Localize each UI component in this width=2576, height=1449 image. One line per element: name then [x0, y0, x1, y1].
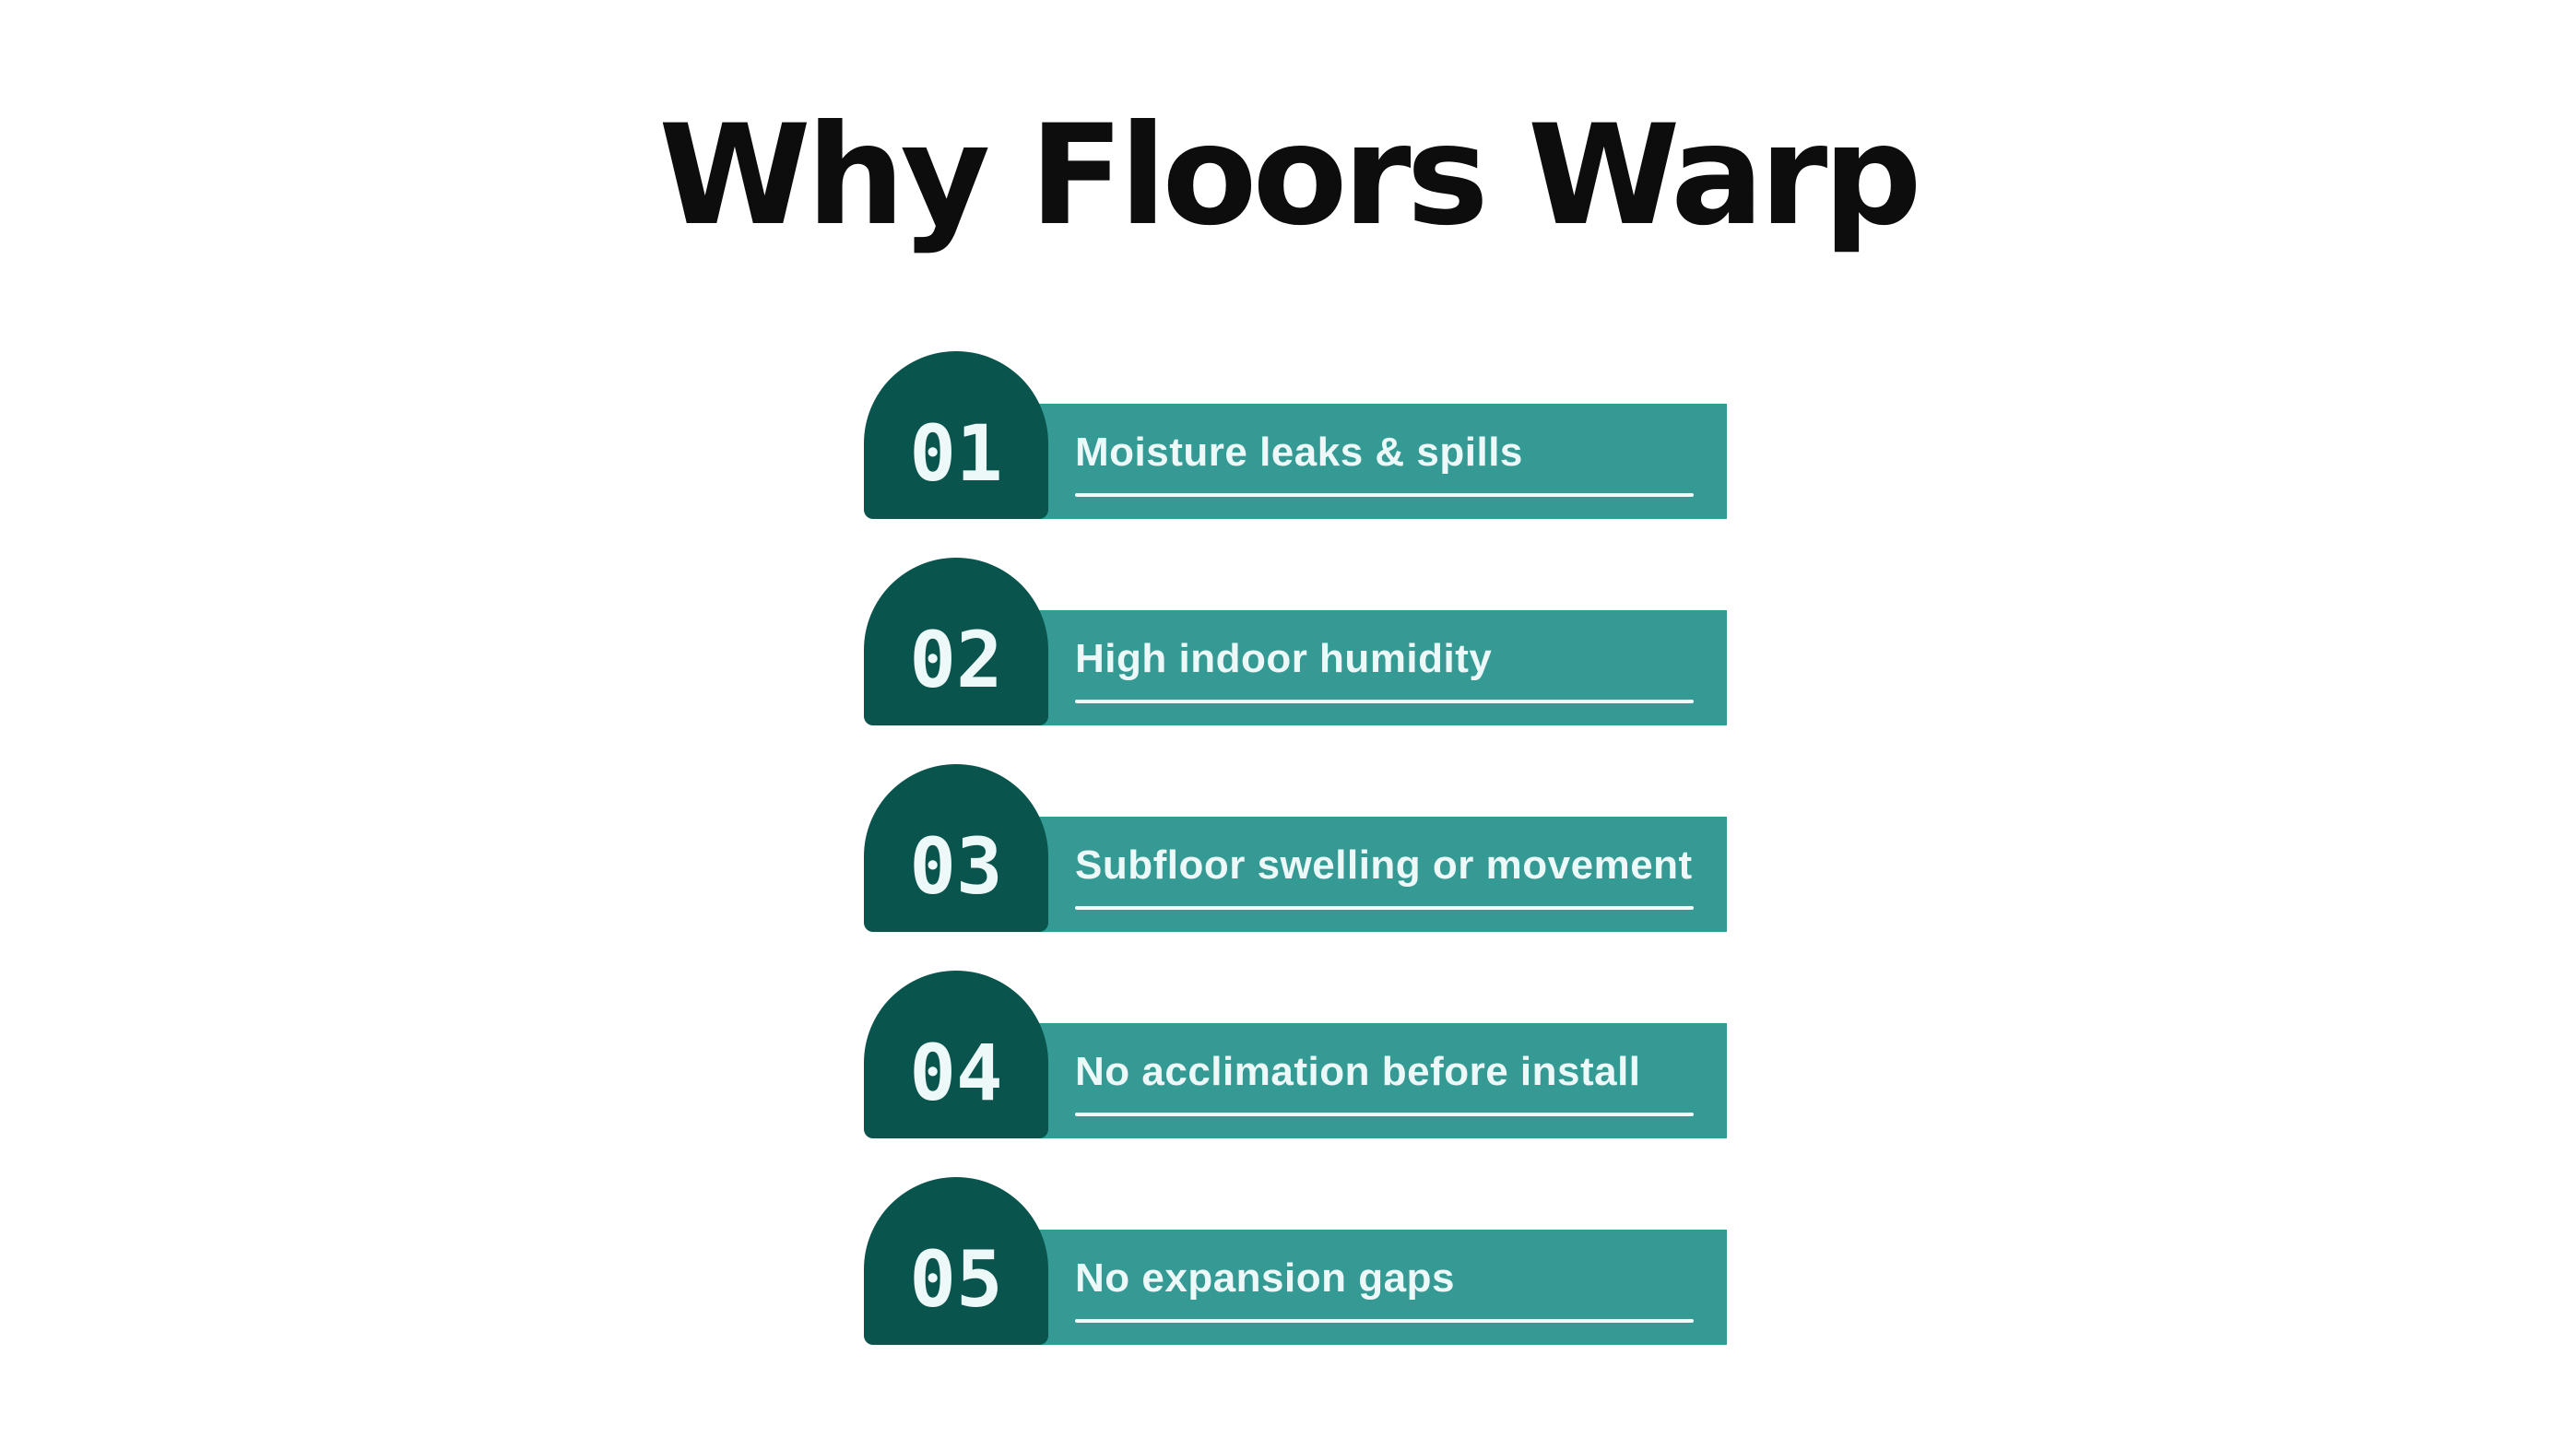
- item-number: 01: [909, 408, 1003, 499]
- item-bar: Subfloor swelling or movement: [1039, 817, 1727, 932]
- item-underline: [1075, 492, 1694, 497]
- list-item: Subfloor swelling or movement 03: [864, 764, 1727, 933]
- item-label: High indoor humidity: [1075, 635, 1493, 681]
- item-number: 05: [909, 1234, 1003, 1325]
- item-number-badge: 03: [864, 764, 1048, 932]
- item-underline: [1075, 905, 1694, 910]
- item-number-badge: 05: [864, 1177, 1048, 1345]
- item-underline: [1075, 699, 1694, 703]
- item-label: No expansion gaps: [1075, 1255, 1455, 1301]
- item-number: 02: [909, 615, 1003, 705]
- item-label: Moisture leaks & spills: [1075, 429, 1523, 475]
- item-underline: [1075, 1318, 1694, 1323]
- item-underline: [1075, 1112, 1694, 1116]
- item-bar: High indoor humidity: [1039, 610, 1727, 725]
- list-item: Moisture leaks & spills 01: [864, 351, 1727, 520]
- item-bar: Moisture leaks & spills: [1039, 404, 1727, 519]
- item-number-badge: 04: [864, 971, 1048, 1138]
- list-item: High indoor humidity 02: [864, 558, 1727, 726]
- item-bar: No acclimation before install: [1039, 1023, 1727, 1138]
- item-bar: No expansion gaps: [1039, 1230, 1727, 1345]
- item-number: 04: [909, 1028, 1003, 1118]
- item-number-badge: 01: [864, 351, 1048, 519]
- item-number-badge: 02: [864, 558, 1048, 725]
- item-label: Subfloor swelling or movement: [1075, 842, 1693, 888]
- page-title: Why Floors Warp: [658, 96, 1921, 256]
- list-item: No expansion gaps 05: [864, 1177, 1727, 1346]
- item-number: 03: [909, 821, 1003, 912]
- reasons-list: Moisture leaks & spills 01 High indoor h…: [864, 351, 1727, 1346]
- item-label: No acclimation before install: [1075, 1048, 1641, 1094]
- list-item: No acclimation before install 04: [864, 971, 1727, 1139]
